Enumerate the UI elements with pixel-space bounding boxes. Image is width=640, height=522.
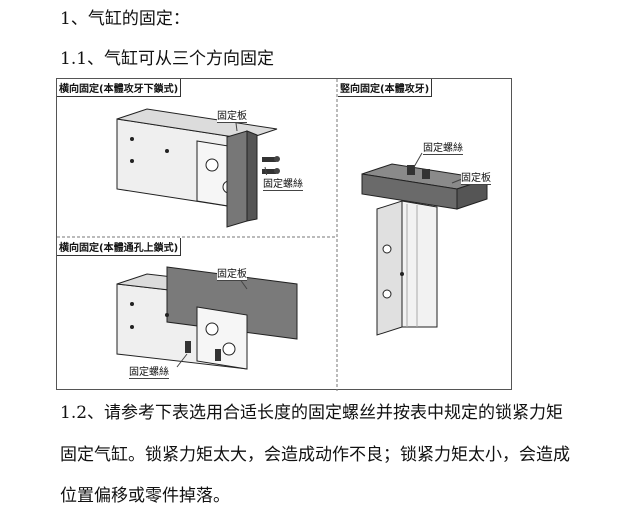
- panel-label-horizontal-tapped: 横向固定(本體攻牙下鎖式): [57, 79, 182, 97]
- paragraph-line: 1.2、请参考下表选用合适长度的固定螺丝并按表中规定的锁紧力矩: [60, 403, 564, 423]
- callout-fixing-screw: 固定螺絲: [129, 363, 169, 379]
- panel-label-vertical: 竪向固定(本體攻牙): [338, 79, 433, 97]
- callout-fixing-plate: 固定板: [217, 107, 247, 123]
- paragraph-line: 位置偏移或零件掉落。: [60, 486, 230, 506]
- callout-fixing-screw: 固定螺絲: [423, 139, 463, 155]
- panel-label-horizontal-through-hole: 横向固定(本體通孔上鎖式): [57, 238, 182, 256]
- callout-fixing-plate: 固定板: [461, 169, 491, 185]
- paragraph-line: 固定气缸。锁紧力矩太大，会造成动作不良；锁紧力矩太小，会造成: [60, 445, 570, 465]
- cylinder-drawing-horizontal-1: [116, 108, 280, 228]
- cylinder-drawing-vertical: [361, 152, 488, 336]
- subsection-heading: 1.1、气缸可从三个方向固定: [60, 49, 275, 69]
- mounting-illustration: [57, 79, 488, 391]
- cylinder-drawing-horizontal-2: [116, 266, 298, 370]
- section-heading: 1、气缸的固定：: [60, 9, 190, 29]
- mounting-figure: 横向固定(本體攻牙下鎖式) 固定板 固定螺絲 竪向固定(本體攻牙) 固定螺絲 固…: [56, 78, 512, 391]
- callout-fixing-plate: 固定板: [217, 265, 247, 281]
- callout-fixing-screw: 固定螺絲: [263, 175, 303, 191]
